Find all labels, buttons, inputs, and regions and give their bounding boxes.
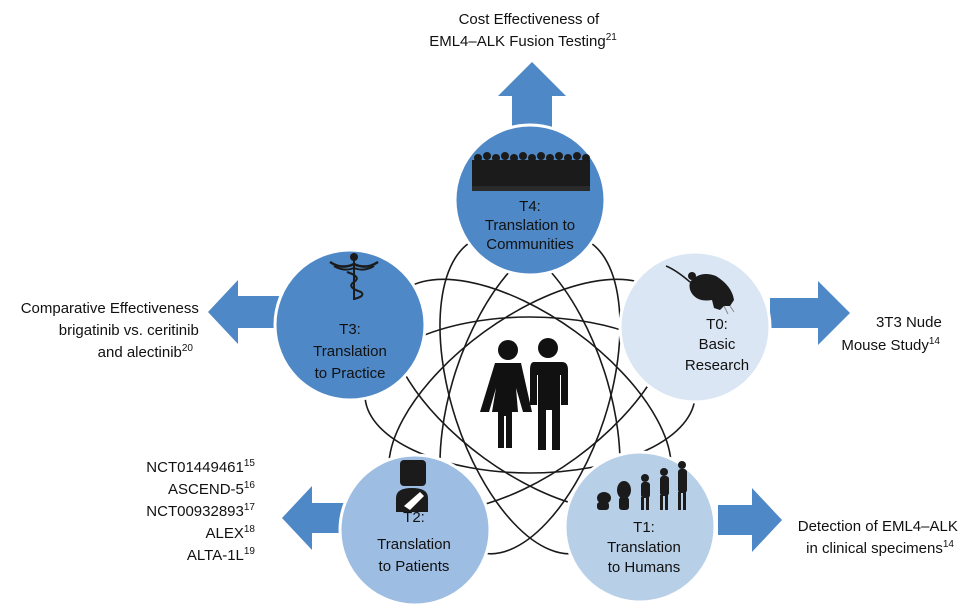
evolution-icon [597,461,687,510]
t1-circle [563,450,717,604]
trial-item: NCT0093289317 [146,502,255,520]
trial-item: ASCEND-516 [168,480,255,498]
arrow-left [208,280,290,344]
trial-item: NCT0144946115 [146,458,255,476]
outcome-right: 3T3 Nude Mouse Study14 [841,314,946,354]
trial-item: ALTA-1L19 [187,546,256,564]
outcome-top: Cost Effectiveness of EML4–ALK Fusion Te… [429,11,617,50]
woman-man-icon [480,338,568,450]
arrow-down-left [282,486,356,550]
arrow-down-right [718,488,782,552]
mouse-icon [665,265,735,315]
arrow-right [770,281,850,345]
t2-circle [338,453,492,607]
crowd-icon [472,152,590,191]
outcome-bottom-left: NCT0144946115 ASCEND-516 NCT0093289317 A… [146,458,255,564]
t0-circle [618,250,772,404]
outcome-bottom-right: Detection of EML4–ALK in clinical specim… [798,518,962,557]
caduceus-icon [329,253,379,300]
patient-icon [396,460,428,512]
t3-circle [273,248,427,402]
outcome-left: Comparative Effectiveness brigatinib vs.… [21,300,203,361]
trial-item: ALEX18 [206,524,256,542]
